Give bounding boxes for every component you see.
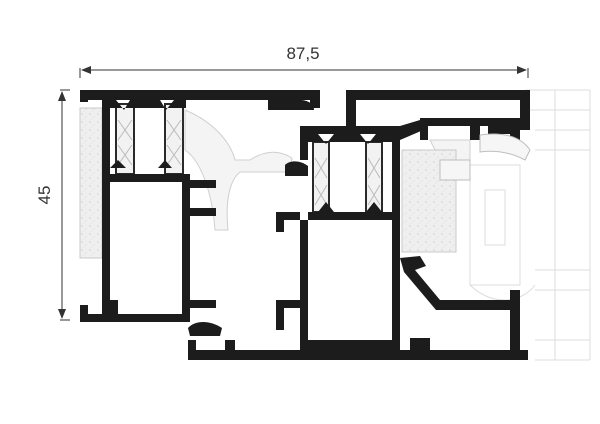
width-dimension-label: 87,5 xyxy=(286,44,319,63)
frame-bottom-flange xyxy=(188,350,528,360)
height-dimension: 45 xyxy=(35,89,70,321)
width-dimension: 87,5 xyxy=(79,44,529,78)
frame-top-flange xyxy=(80,90,186,100)
glazing-gasket xyxy=(439,133,531,181)
sash-top-flange xyxy=(346,90,530,100)
frame-profile xyxy=(80,90,528,360)
glass-lines xyxy=(469,89,591,361)
height-dimension-label: 45 xyxy=(35,186,54,205)
left-insulation-block xyxy=(79,107,103,259)
sash-profile xyxy=(268,90,530,358)
thermal-breaks xyxy=(115,103,383,213)
